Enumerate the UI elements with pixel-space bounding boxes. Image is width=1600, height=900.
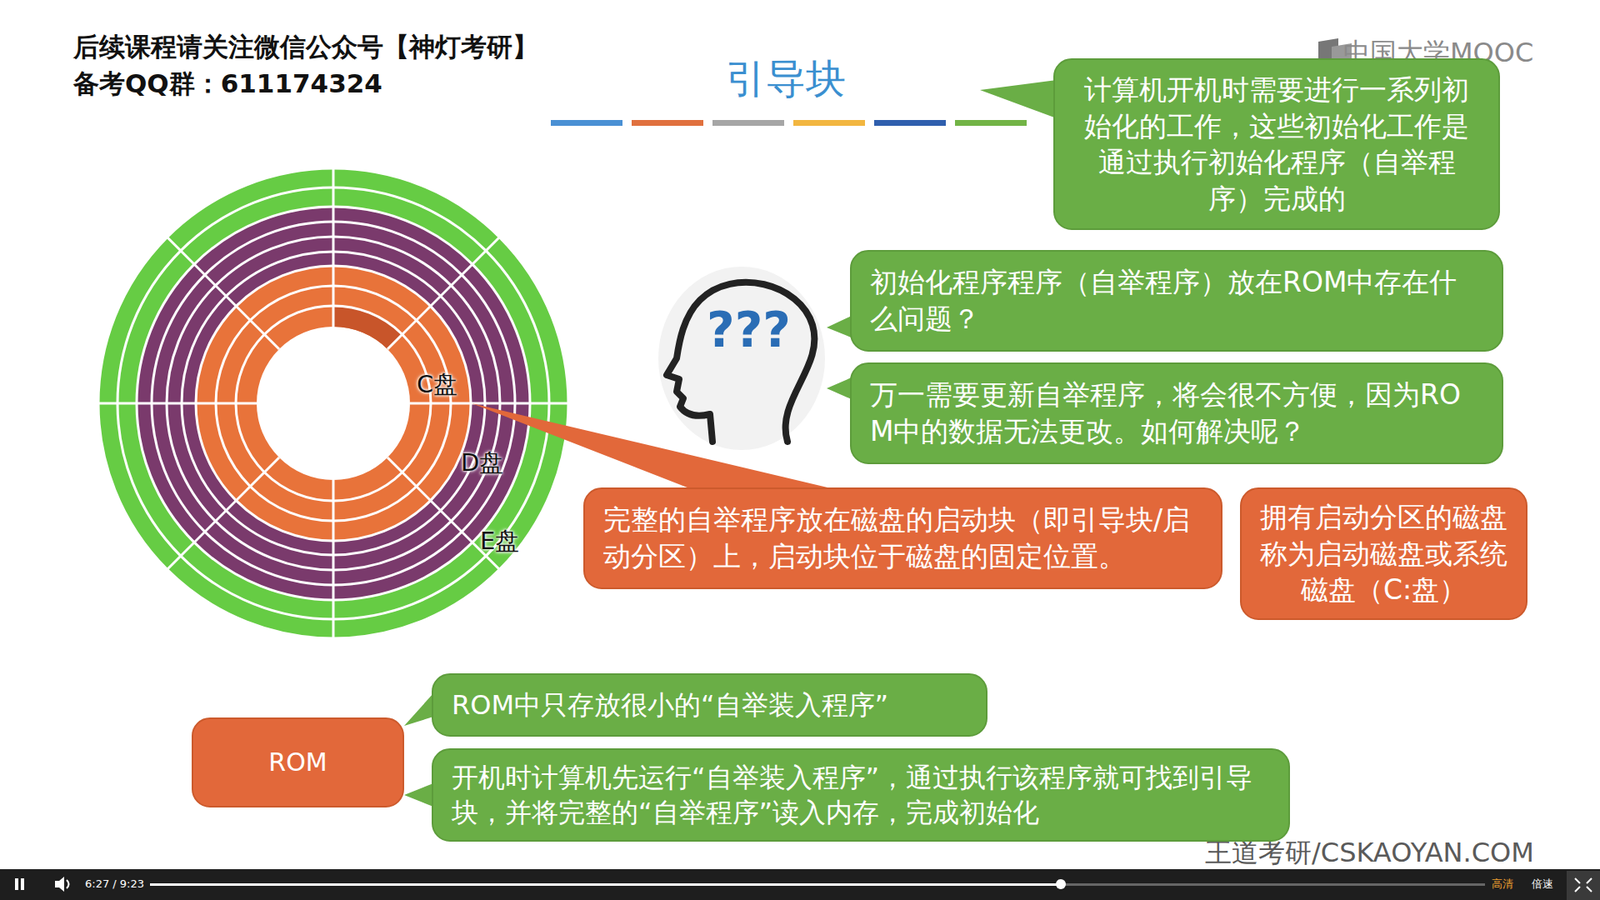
disk-figure (98, 168, 569, 639)
box-text: 计算机开机时需要进行一系列初始化的工作，这些初始化工作是通过执行初始化程序（自举… (1076, 71, 1477, 217)
thinking-head (658, 266, 825, 450)
header-note: 备考QQ群：611174324 (73, 68, 383, 100)
answer-box: 拥有启动分区的磁盘称为启动磁盘或系统磁盘（C:盘） (1240, 487, 1528, 620)
note-box: 开机时计算机先运行“自举装入程序”，通过执行该程序就可找到引导块，并将完整的“自… (431, 748, 1290, 842)
box-text: 初始化程序程序（自举程序）放在ROM中存在什么问题？ (870, 264, 1484, 337)
video-controls (0, 869, 1600, 900)
title-bars (550, 120, 1027, 126)
partition-label: E盘 (480, 526, 520, 556)
box-text: 拥有启动分区的磁盘称为启动磁盘或系统磁盘（C:盘） (1256, 499, 1511, 609)
rom-box: ROM (191, 717, 405, 808)
callout-box: 计算机开机时需要进行一系列初始化的工作，这些初始化工作是通过执行初始化程序（自举… (1053, 58, 1500, 230)
box-text: ROM (205, 745, 391, 780)
video-time: 6:27 / 9:23 (85, 877, 145, 891)
quality-button: 高清 (1491, 877, 1514, 891)
slide-title: 引导块 (660, 55, 911, 104)
question-box: 万一需要更新自举程序，将会很不方便，因为ROM中的数据无法更改。如何解决呢？ (850, 362, 1504, 465)
partition-label: D盘 (460, 448, 504, 478)
speed-button: 倍速 (1531, 877, 1554, 891)
bubble-connector (404, 783, 434, 807)
bubble-connector (404, 693, 434, 726)
box-text: ROM中只存放很小的“自举装入程序” (451, 687, 968, 723)
box-text: 完整的自举程序放在磁盘的启动块（即引导块/启动分区）上，启动块位于磁盘的固定位置… (603, 501, 1203, 575)
header-note: 后续课程请关注微信公众号【神灯考研】 (73, 31, 539, 63)
question-box: 初始化程序程序（自举程序）放在ROM中存在什么问题？ (850, 250, 1504, 352)
answer-box: 完整的自举程序放在磁盘的启动块（即引导块/启动分区）上，启动块位于磁盘的固定位置… (583, 487, 1223, 590)
question-marks: ??? (706, 301, 791, 360)
callout-tail (980, 80, 1057, 119)
box-text: 开机时计算机先运行“自举装入程序”，通过执行该程序就可找到引导块，并将完整的“自… (451, 760, 1270, 830)
note-box: ROM中只存放很小的“自举装入程序” (431, 673, 988, 737)
partition-label: C盘 (416, 370, 458, 400)
box-text: 万一需要更新自举程序，将会很不方便，因为ROM中的数据无法更改。如何解决呢？ (870, 376, 1484, 450)
